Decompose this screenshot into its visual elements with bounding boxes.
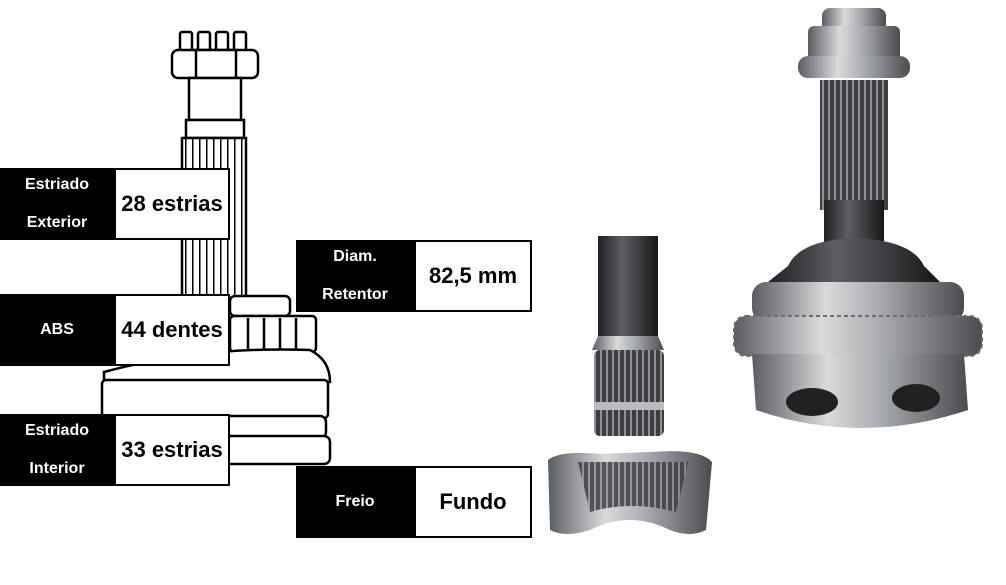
- spec-value: Fundo: [414, 466, 532, 538]
- spec-label: Diam.Retentor: [296, 240, 414, 312]
- cv-joint-photo: [733, 8, 983, 428]
- cage-photo: [548, 451, 712, 534]
- spec-freio: Freio Fundo: [296, 466, 532, 538]
- spec-value: 28 estrias: [114, 168, 230, 240]
- spec-label: ABS: [0, 294, 114, 366]
- spec-value: 33 estrias: [114, 414, 230, 486]
- spec-label: Freio: [296, 466, 414, 538]
- spec-diam-retentor: Diam.Retentor 82,5 mm: [296, 240, 532, 312]
- spec-value: 82,5 mm: [414, 240, 532, 312]
- spec-abs: ABS 44 dentes: [0, 294, 230, 366]
- spec-value: 44 dentes: [114, 294, 230, 366]
- shaft-photo: [592, 236, 664, 436]
